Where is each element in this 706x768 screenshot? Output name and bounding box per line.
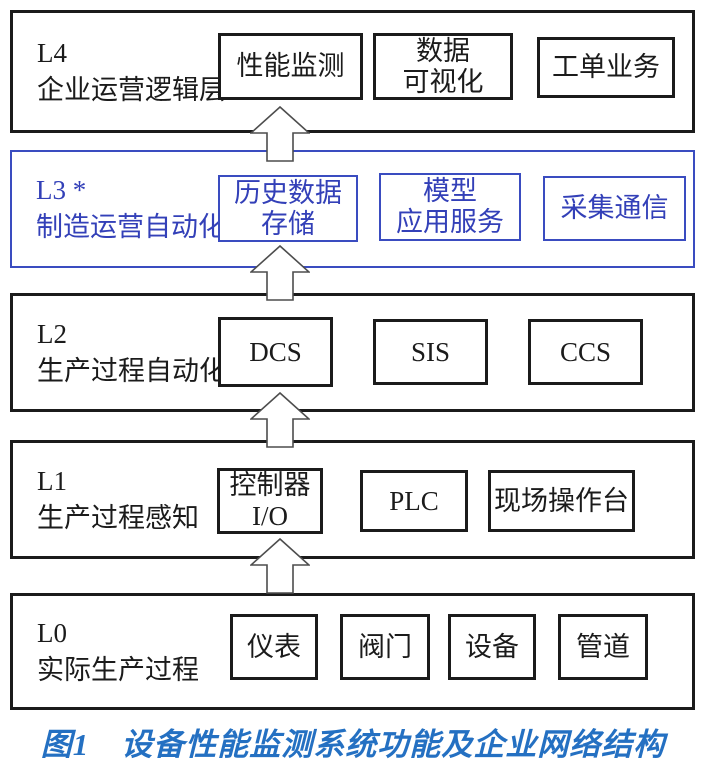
box-performance-monitoring: 性能监测	[218, 33, 363, 100]
layer-l2-code: L2	[37, 318, 67, 349]
layer-l3-label: L3 * 制造运营自动化	[36, 172, 225, 246]
layer-l0-title: 实际生产过程	[37, 654, 199, 685]
box-ccs: CCS	[528, 319, 643, 385]
box-sis: SIS	[373, 319, 488, 385]
box-equipment: 设备	[448, 614, 536, 680]
figure-caption: 图1 设备性能监测系统功能及企业网络结构	[40, 727, 666, 762]
layer-l0-actual-production-process: L0 实际生产过程 仪表 阀门 设备 管道	[10, 593, 695, 710]
layer-l4-label: L4 企业运营逻辑层	[37, 35, 226, 109]
box-historical-data-storage: 历史数据 存储	[218, 175, 358, 242]
layer-l2-title: 生产过程自动化	[37, 355, 226, 386]
up-arrow-l0-to-l1-icon	[250, 538, 310, 594]
layer-l4-enterprise-operations: L4 企业运营逻辑层 性能监测 数据 可视化 工单业务	[10, 10, 695, 133]
box-field-operator-console: 现场操作台	[488, 470, 635, 532]
layer-l0-code: L0	[37, 617, 67, 648]
layer-l1-code: L1	[37, 465, 67, 496]
box-work-order-business: 工单业务	[537, 37, 675, 98]
box-controller-io: 控制器 I/O	[217, 468, 323, 534]
up-arrow-l1-to-l2-icon	[250, 392, 310, 448]
box-valve: 阀门	[340, 614, 430, 680]
layer-l4-title: 企业运营逻辑层	[37, 74, 226, 105]
box-data-visualization: 数据 可视化	[373, 33, 513, 100]
layer-l2-process-automation: L2 生产过程自动化 DCS SIS CCS	[10, 293, 695, 412]
box-model-application-service: 模型 应用服务	[379, 173, 521, 241]
layer-l3-code: L3 *	[36, 175, 87, 205]
layer-l1-process-sensing: L1 生产过程感知 控制器 I/O PLC 现场操作台	[10, 440, 695, 559]
up-arrow-l2-to-l3-icon	[250, 245, 310, 301]
box-plc: PLC	[360, 470, 468, 532]
box-dcs: DCS	[218, 317, 333, 387]
box-pipeline: 管道	[558, 614, 648, 680]
layer-l0-label: L0 实际生产过程	[37, 615, 199, 689]
layer-l4-code: L4	[37, 37, 67, 68]
layer-l2-label: L2 生产过程自动化	[37, 316, 226, 390]
up-arrow-l3-to-l4-icon	[250, 106, 310, 162]
layer-l1-title: 生产过程感知	[37, 502, 199, 533]
box-instrument: 仪表	[230, 614, 318, 680]
layer-l1-label: L1 生产过程感知	[37, 463, 199, 537]
layer-l3-title: 制造运营自动化	[36, 212, 225, 242]
layer-l3-manufacturing-operations-automation: L3 * 制造运营自动化 历史数据 存储 模型 应用服务 采集通信	[10, 150, 695, 268]
box-collection-communication: 采集通信	[543, 176, 686, 241]
